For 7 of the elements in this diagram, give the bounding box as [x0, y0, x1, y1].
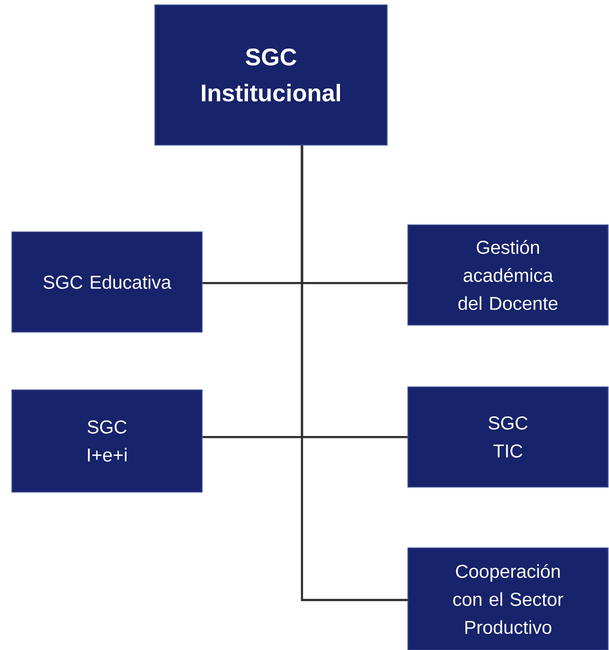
- unit-box: Gestión académica del Docente: [407, 224, 609, 326]
- unit-box: SGC I+e+i: [11, 389, 203, 493]
- unit-box: Cooperación con el Sector Productivo: [407, 547, 609, 650]
- connector-line: [300, 146, 408, 602]
- unit-box: SGC TIC: [407, 386, 609, 488]
- unit-box: SGC Educativa: [11, 231, 203, 333]
- header-box: SGC Institucional: [154, 4, 388, 146]
